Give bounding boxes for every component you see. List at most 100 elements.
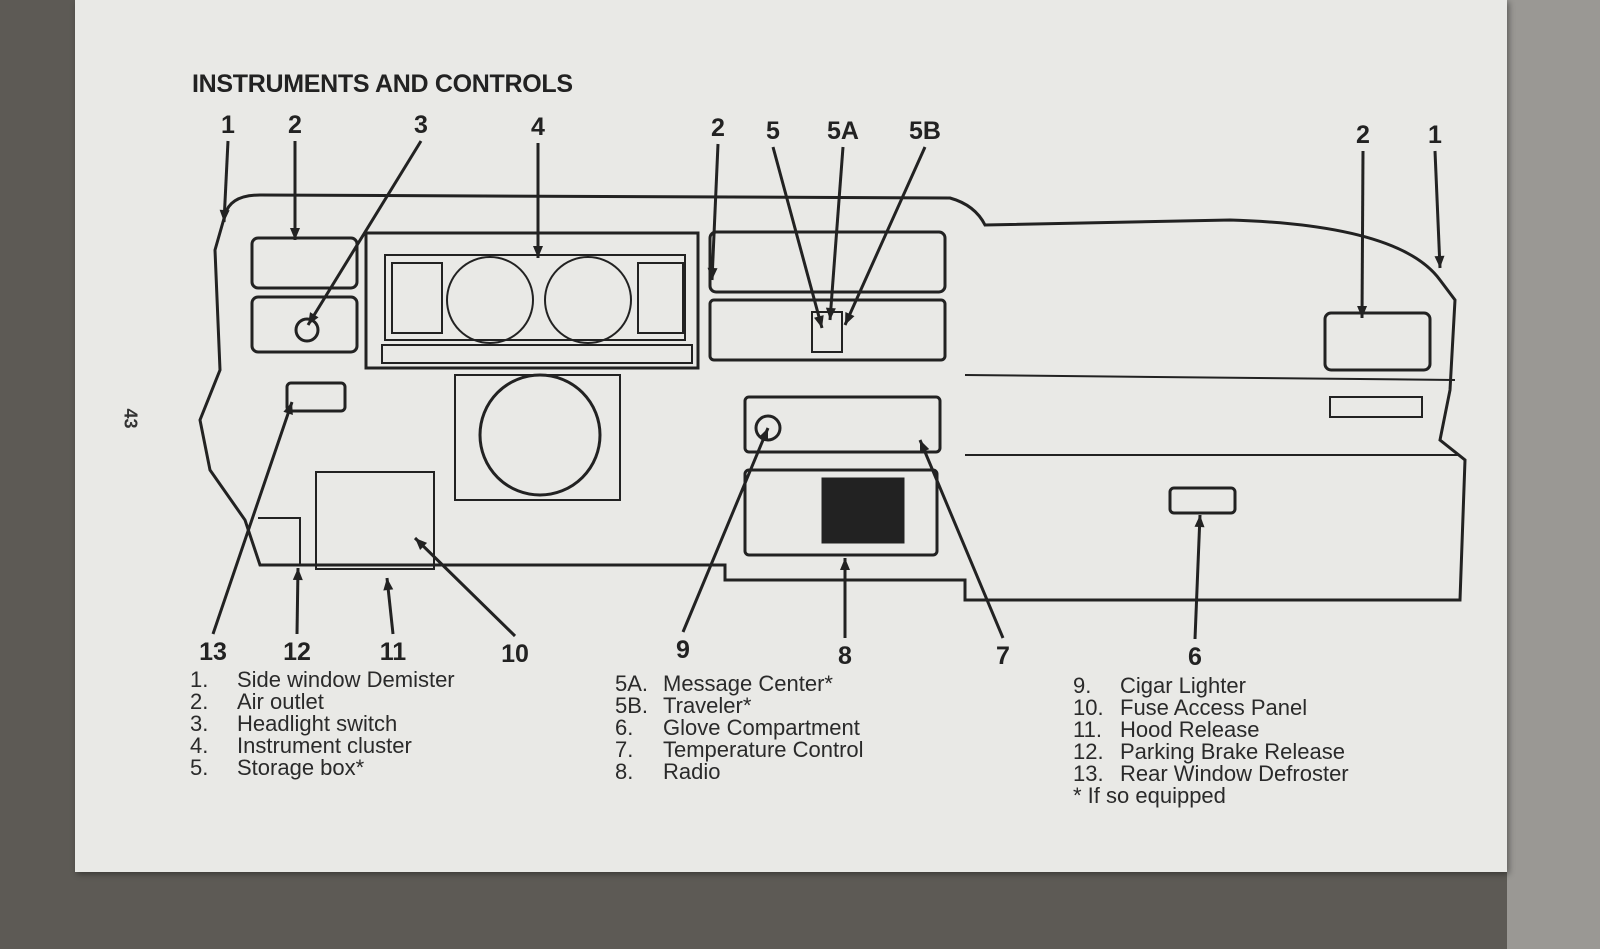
- gauges-panel: [384, 254, 686, 341]
- legend-item: 2.Air outlet: [190, 691, 455, 713]
- legend-number: 5B.: [615, 693, 649, 718]
- arrowhead-icon: [1194, 515, 1205, 528]
- legend-text: Message Center*: [663, 671, 833, 696]
- legend-item: 5. Storage box*: [190, 757, 455, 779]
- callout-label: 1: [1428, 121, 1442, 149]
- legend-text: Radio: [663, 759, 721, 784]
- legend-number: 4.: [190, 733, 209, 758]
- legend-item: 6.Glove Compartment: [615, 717, 864, 739]
- right-air-outlet: [1323, 311, 1432, 372]
- callout-leader: [1193, 514, 1202, 640]
- legend-text: Headlight switch: [237, 711, 398, 736]
- fuse-access-panel: [315, 471, 435, 570]
- arrowhead-icon: [292, 568, 303, 581]
- callout-label: 6: [1188, 643, 1202, 671]
- callout-label: 5A: [827, 117, 859, 145]
- headlight-switch-panel: [250, 295, 359, 354]
- callout-leader: [681, 427, 770, 633]
- legend-number: 5A.: [615, 671, 649, 696]
- arrowhead-icon: [840, 558, 850, 570]
- arrowhead-icon: [415, 538, 428, 550]
- radio: [743, 468, 939, 557]
- callout-label: 8: [838, 642, 852, 670]
- callout-label: 5B: [909, 117, 941, 145]
- callout-label: 2: [1356, 121, 1370, 149]
- headlight-knob: [294, 317, 320, 343]
- arrowhead-icon: [219, 209, 230, 222]
- legend-text: Temperature Control: [663, 737, 864, 762]
- callout-leader: [1433, 150, 1442, 269]
- legend-item: 10.Fuse Access Panel: [1073, 697, 1349, 719]
- legend-text: Cigar Lighter: [1120, 673, 1246, 698]
- right-trim: [1329, 396, 1423, 418]
- legend-text: Glove Compartment: [663, 715, 860, 740]
- background-surface: [1507, 0, 1600, 949]
- legend-item: 8.Radio: [615, 761, 864, 783]
- arrowhead-icon: [533, 246, 543, 258]
- legend-text: Instrument cluster: [237, 733, 412, 758]
- legend-text: Side window Demister: [237, 667, 455, 692]
- callout-leader: [710, 143, 720, 281]
- callout-label: 9: [676, 636, 690, 664]
- instrument-cluster: [364, 231, 700, 370]
- legend-number: 7.: [615, 737, 634, 762]
- legend-text: Air outlet: [237, 689, 324, 714]
- speedometer: [446, 256, 534, 344]
- arrowhead-icon: [283, 402, 293, 415]
- callout-leader: [413, 536, 517, 638]
- tachometer: [544, 256, 632, 344]
- page-title: INSTRUMENTS AND CONTROLS: [192, 70, 573, 98]
- temperature-control: [743, 395, 942, 454]
- legend-item: 5A. Message Center*: [615, 673, 864, 695]
- steering-column: [478, 373, 602, 497]
- callout-label: 3: [414, 111, 428, 139]
- callout-leader: [306, 140, 423, 326]
- callout-leader: [1360, 150, 1365, 319]
- left-air-outlet: [250, 236, 359, 290]
- callout-leader: [771, 146, 824, 329]
- callout-leader: [918, 439, 1005, 639]
- callout-label: 5: [766, 117, 780, 145]
- callout-label: 10: [501, 640, 529, 668]
- rear-defroster-switch: [285, 381, 347, 413]
- legend-item: 1.Side window Demister: [190, 669, 455, 691]
- legend-number: 10.: [1073, 695, 1104, 720]
- legend-item: 3. Headlight switch: [190, 713, 455, 735]
- storage-box: [811, 311, 843, 353]
- legend-item: 11.Hood Release: [1073, 719, 1349, 741]
- arrowhead-icon: [290, 228, 300, 240]
- arrowhead-icon: [1357, 305, 1368, 318]
- legend-column-2: 5A. Message Center*5B.Traveler*6.Glove Co…: [615, 673, 864, 783]
- callout-label: 13: [199, 638, 227, 666]
- legend-number: 3.: [190, 711, 209, 736]
- callout-leader: [211, 401, 294, 635]
- legend-text: Rear Window Defroster: [1120, 761, 1349, 786]
- arrowhead-icon: [845, 312, 855, 325]
- dashboard-outline: [198, 193, 1467, 602]
- callout-label: 7: [996, 642, 1010, 670]
- arrowhead-icon: [758, 428, 768, 441]
- manual-page: [75, 0, 1507, 872]
- legend-item: 13.Rear Window Defroster: [1073, 763, 1349, 785]
- legend-number: 11.: [1073, 717, 1102, 742]
- legend-text: Storage box*: [237, 755, 365, 780]
- legend-item: 5B.Traveler*: [615, 695, 864, 717]
- legend-number: 12.: [1073, 739, 1104, 764]
- legend-item: 7. Temperature Control: [615, 739, 864, 761]
- message-center-panel: [708, 298, 947, 362]
- legend-item: 4. Instrument cluster: [190, 735, 455, 757]
- legend-item: 9. Cigar Lighter: [1073, 675, 1349, 697]
- legend-number: 5.: [190, 755, 209, 780]
- dash-body: [198, 193, 1467, 602]
- arrowhead-icon: [383, 578, 394, 591]
- callout-label: 2: [711, 114, 725, 142]
- legend-item: 12.Parking Brake Release: [1073, 741, 1349, 763]
- legend-number: 9.: [1073, 673, 1092, 698]
- callout-label: 11: [380, 638, 407, 666]
- glove-compartment-latch: [1168, 486, 1237, 515]
- center-air-outlets: [708, 230, 947, 294]
- arrowhead-icon: [920, 440, 930, 453]
